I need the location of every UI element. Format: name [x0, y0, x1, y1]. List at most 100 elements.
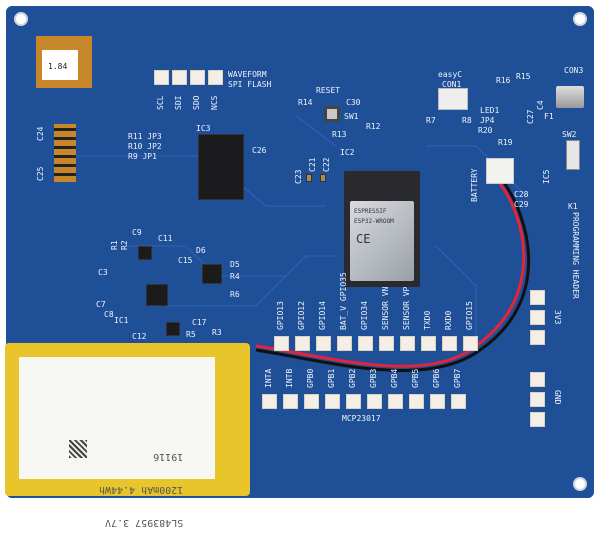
gpb-label: GPB1	[327, 368, 336, 388]
battery-capacity: 1200mAh 4.44Wh	[99, 484, 184, 495]
gpb-pad	[430, 394, 445, 409]
mounting-hole	[573, 477, 587, 491]
label-reset: RESET	[316, 86, 341, 95]
label-led1: LED1	[480, 106, 500, 115]
label-r5: R5	[186, 330, 196, 339]
gpio-pad	[358, 336, 373, 351]
pad-sdo	[190, 70, 205, 85]
label-c22: C22	[322, 157, 331, 172]
label-r14: R14	[298, 98, 313, 107]
rf-shield: ESPRESSIF ESP32-WROOM CE	[350, 201, 414, 281]
label-c27: C27	[526, 109, 535, 124]
easyc-connector[interactable]	[438, 88, 468, 110]
gpb-label: GPB7	[453, 368, 462, 388]
gpb-pad	[346, 394, 361, 409]
gpio-pad	[337, 336, 352, 351]
label-c23: C23	[294, 169, 303, 184]
pad-3v3	[530, 290, 545, 305]
label-gnd: GND	[553, 390, 562, 405]
label-sdo: SDO	[192, 95, 201, 110]
gpb-pad	[388, 394, 403, 409]
label-r7: R7	[426, 116, 436, 125]
label-waveform: WAVEFORM	[228, 70, 267, 79]
pad-3v3	[530, 310, 545, 325]
gpio-label: GPIO13	[276, 301, 285, 330]
label-c17: C17	[192, 318, 207, 327]
label-mcp23017: MCP23017	[342, 414, 381, 423]
label-r16: R16	[496, 76, 511, 85]
label-c3: C3	[98, 268, 108, 277]
label-r3: R3	[212, 328, 222, 337]
fpc-connector: 1.84	[36, 36, 92, 88]
gpb-label: GPB5	[411, 368, 420, 388]
capacitor-array	[54, 124, 76, 182]
gpb-pad	[262, 394, 277, 409]
module-model: ESP32-WROOM	[354, 218, 394, 225]
reset-button[interactable]	[324, 106, 340, 122]
label-r20: R20	[478, 126, 493, 135]
gpio-pad	[400, 336, 415, 351]
label-k1: K1	[568, 202, 578, 211]
label-r15: R15	[516, 72, 531, 81]
ic-pmic	[146, 284, 168, 306]
label-jp3: R11 JP3	[128, 132, 162, 141]
gpio-label: SENSOR VN	[381, 286, 390, 330]
label-c15: C15	[178, 256, 193, 265]
gpb-pad	[304, 394, 319, 409]
gpio-pad	[421, 336, 436, 351]
label-easyc: easyC	[438, 70, 463, 79]
label-programming-header: PROGRAMMING HEADER	[571, 212, 580, 299]
module-ce-mark: CE	[356, 232, 371, 246]
label-spi-flash: SPI FLASH	[228, 80, 272, 89]
label-r12: R12	[366, 122, 381, 131]
label-ncs: NCS	[210, 95, 219, 110]
label-jp4: JP4	[480, 116, 495, 125]
label-c9: C9	[132, 228, 142, 237]
label-c8: C8	[104, 310, 114, 319]
gpb-pad	[409, 394, 424, 409]
usb-connector[interactable]	[556, 86, 584, 108]
label-sw1: SW1	[344, 112, 359, 121]
battery-connector[interactable]	[486, 158, 514, 184]
label-c30: C30	[346, 98, 361, 107]
gpio-pad	[463, 336, 478, 351]
label-f1: F1	[544, 112, 554, 121]
gpio-label: GPIO12	[297, 301, 306, 330]
mounting-hole	[14, 12, 28, 26]
label-ic2: IC2	[340, 148, 355, 157]
pad-ncs	[208, 70, 223, 85]
esp32-module: ESPRESSIF ESP32-WROOM CE	[344, 171, 420, 287]
label-c24: C24	[36, 126, 45, 141]
label-ic5: IC5	[542, 169, 551, 184]
gpio-pad	[379, 336, 394, 351]
label-ic1: IC1	[114, 316, 129, 325]
power-switch[interactable]	[566, 140, 580, 170]
gpb-label: INTB	[285, 368, 294, 388]
label-r8: R8	[462, 116, 472, 125]
label-r13: R13	[332, 130, 347, 139]
label-3v3: 3V3	[553, 310, 562, 325]
capacitor	[306, 174, 312, 182]
mounting-hole	[573, 12, 587, 26]
label-con3: CON3	[564, 66, 584, 75]
label-c7: C7	[96, 300, 106, 309]
module-brand: ESPRESSIF	[354, 208, 387, 215]
pad-3v3	[530, 330, 545, 345]
label-r2: R2	[120, 240, 129, 250]
gpb-label: GPB6	[432, 368, 441, 388]
gpio-label: GPIO15	[465, 301, 474, 330]
label-r19: R19	[498, 138, 513, 147]
gpio-pad	[274, 336, 289, 351]
gpb-label: GPB4	[390, 368, 399, 388]
gpb-pad	[325, 394, 340, 409]
gpb-label: GPB3	[369, 368, 378, 388]
gpb-label: INTA	[264, 368, 273, 388]
label-sdi: SDI	[174, 95, 183, 110]
label-c4: C4	[536, 100, 545, 110]
pad-gnd	[530, 372, 545, 387]
gpio-label: TXD0	[423, 310, 432, 330]
label-con1: CON1	[442, 80, 462, 89]
ic3-chip	[198, 134, 244, 200]
battery-wire-black	[255, 180, 531, 372]
label-d5: D5	[230, 260, 240, 269]
